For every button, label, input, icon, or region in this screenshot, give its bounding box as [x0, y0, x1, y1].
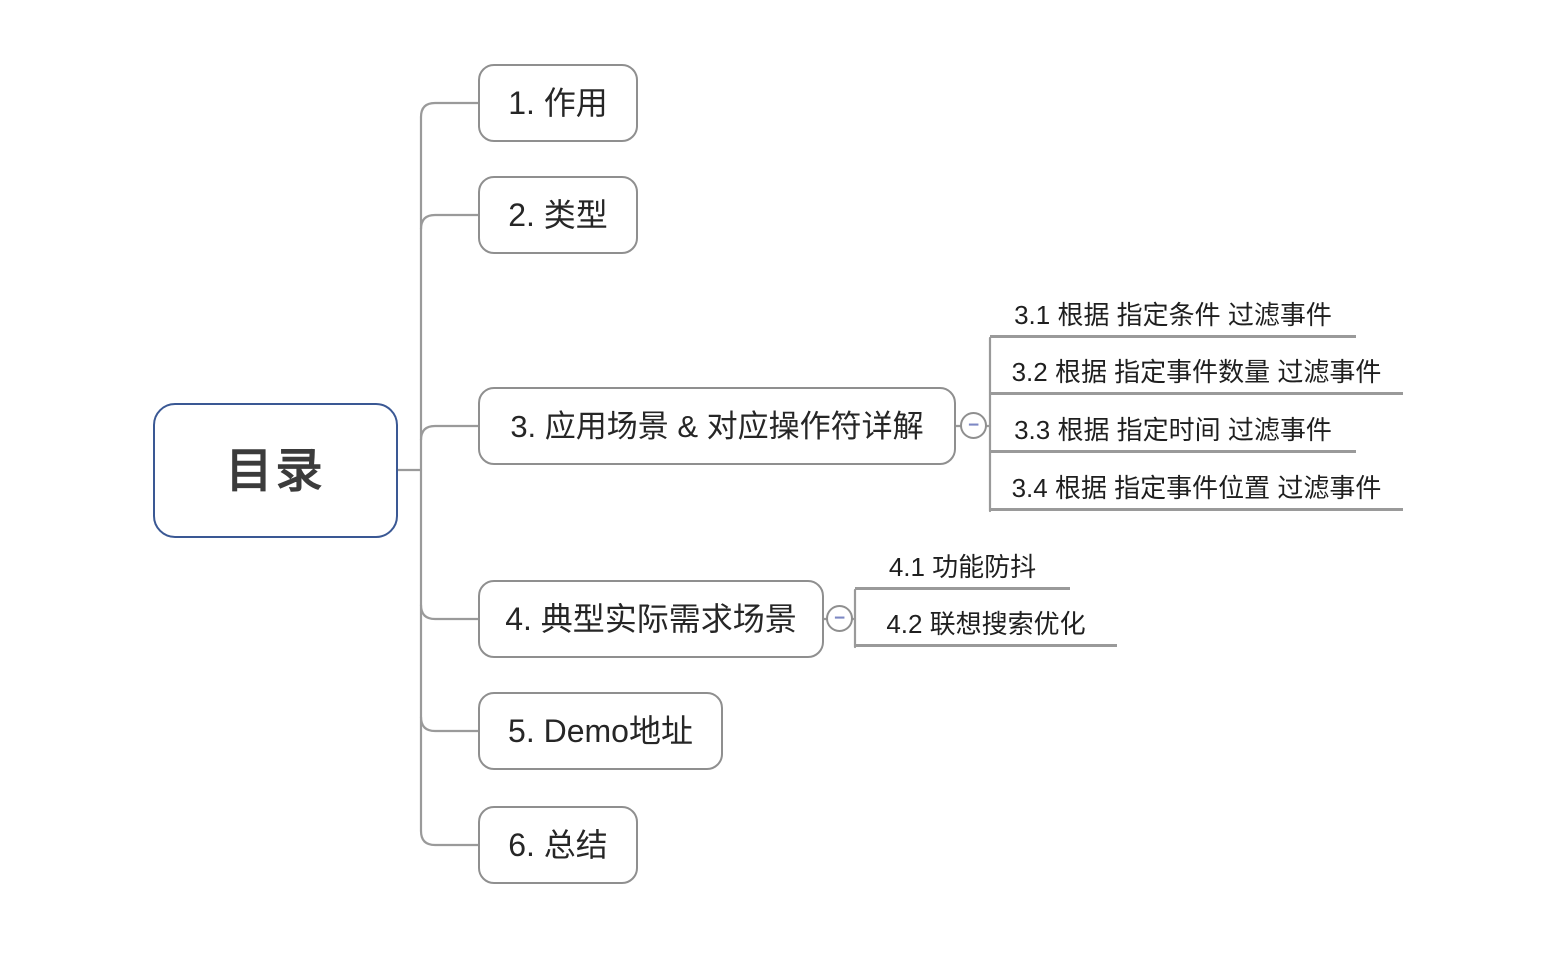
- connector-topic-4: [419, 603, 480, 621]
- minus-icon: −: [967, 415, 980, 436]
- topic-1[interactable]: 1. 作用: [478, 64, 638, 142]
- connector-topic-1: [419, 101, 480, 119]
- topic-3[interactable]: 3. 应用场景 & 对应操作符详解: [478, 387, 956, 465]
- topic-6[interactable]: 6. 总结: [478, 806, 638, 884]
- subtopic-3-3[interactable]: 3.3 根据 指定时间 过滤事件: [990, 407, 1356, 453]
- connector-topic-5: [419, 715, 480, 733]
- topic-5[interactable]: 5. Demo地址: [478, 692, 723, 770]
- connector-topic-3: [419, 424, 480, 442]
- topic-4[interactable]: 4. 典型实际需求场景: [478, 580, 824, 658]
- root-topic[interactable]: 目录: [153, 403, 398, 538]
- connector-topic-6: [419, 829, 480, 847]
- topic-2[interactable]: 2. 类型: [478, 176, 638, 254]
- subtopic-3-2[interactable]: 3.2 根据 指定事件数量 过滤事件: [990, 349, 1403, 395]
- subtopic-4-2[interactable]: 4.2 联想搜索优化: [855, 601, 1117, 647]
- subtopic-4-1[interactable]: 4.1 功能防抖: [855, 544, 1070, 590]
- minus-icon: −: [833, 608, 846, 629]
- collapse-button-topic-4[interactable]: −: [826, 605, 853, 632]
- connector-topic-2: [419, 213, 480, 231]
- subtopic-3-4[interactable]: 3.4 根据 指定事件位置 过滤事件: [990, 465, 1403, 511]
- subtopic-3-1[interactable]: 3.1 根据 指定条件 过滤事件: [990, 292, 1356, 338]
- collapse-button-topic-3[interactable]: −: [960, 412, 987, 439]
